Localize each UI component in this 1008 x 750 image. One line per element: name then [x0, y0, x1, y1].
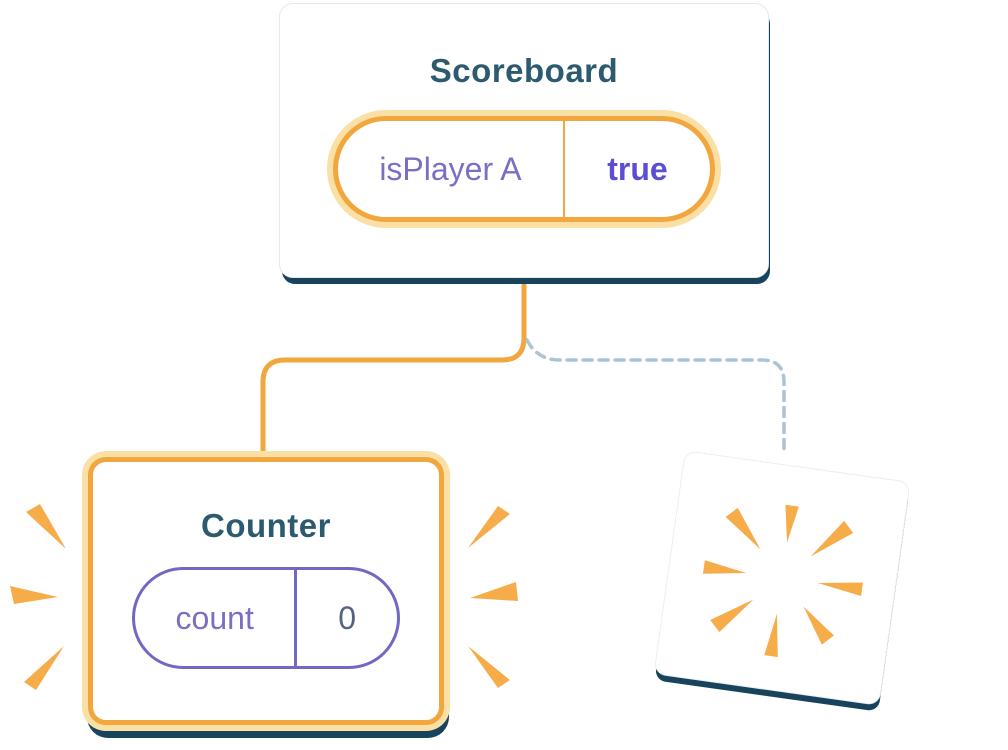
- scoreboard-title: Scoreboard: [429, 52, 619, 89]
- emphasis-burst-icon: [468, 506, 518, 688]
- scoreboard-state-pill: isPlayer A true: [333, 116, 715, 222]
- state-label: count: [175, 599, 254, 636]
- counter-state-pill: count 0: [132, 567, 400, 669]
- counter-card: Counter count 0: [88, 457, 444, 725]
- state-label: isPlayer A: [379, 150, 522, 187]
- poof-card: [653, 450, 911, 706]
- scoreboard-card: Scoreboard isPlayer A true: [279, 3, 769, 278]
- poof-burst-icon: [702, 504, 863, 658]
- state-divider: [294, 570, 298, 666]
- state-value: 0: [338, 599, 357, 636]
- emphasis-burst-icon: [10, 504, 66, 690]
- connector-dashed-line: [525, 338, 786, 452]
- connector-solid-line: [260, 275, 527, 463]
- counter-title: Counter: [201, 507, 331, 544]
- state-divider: [562, 121, 565, 217]
- state-value: true: [607, 150, 668, 187]
